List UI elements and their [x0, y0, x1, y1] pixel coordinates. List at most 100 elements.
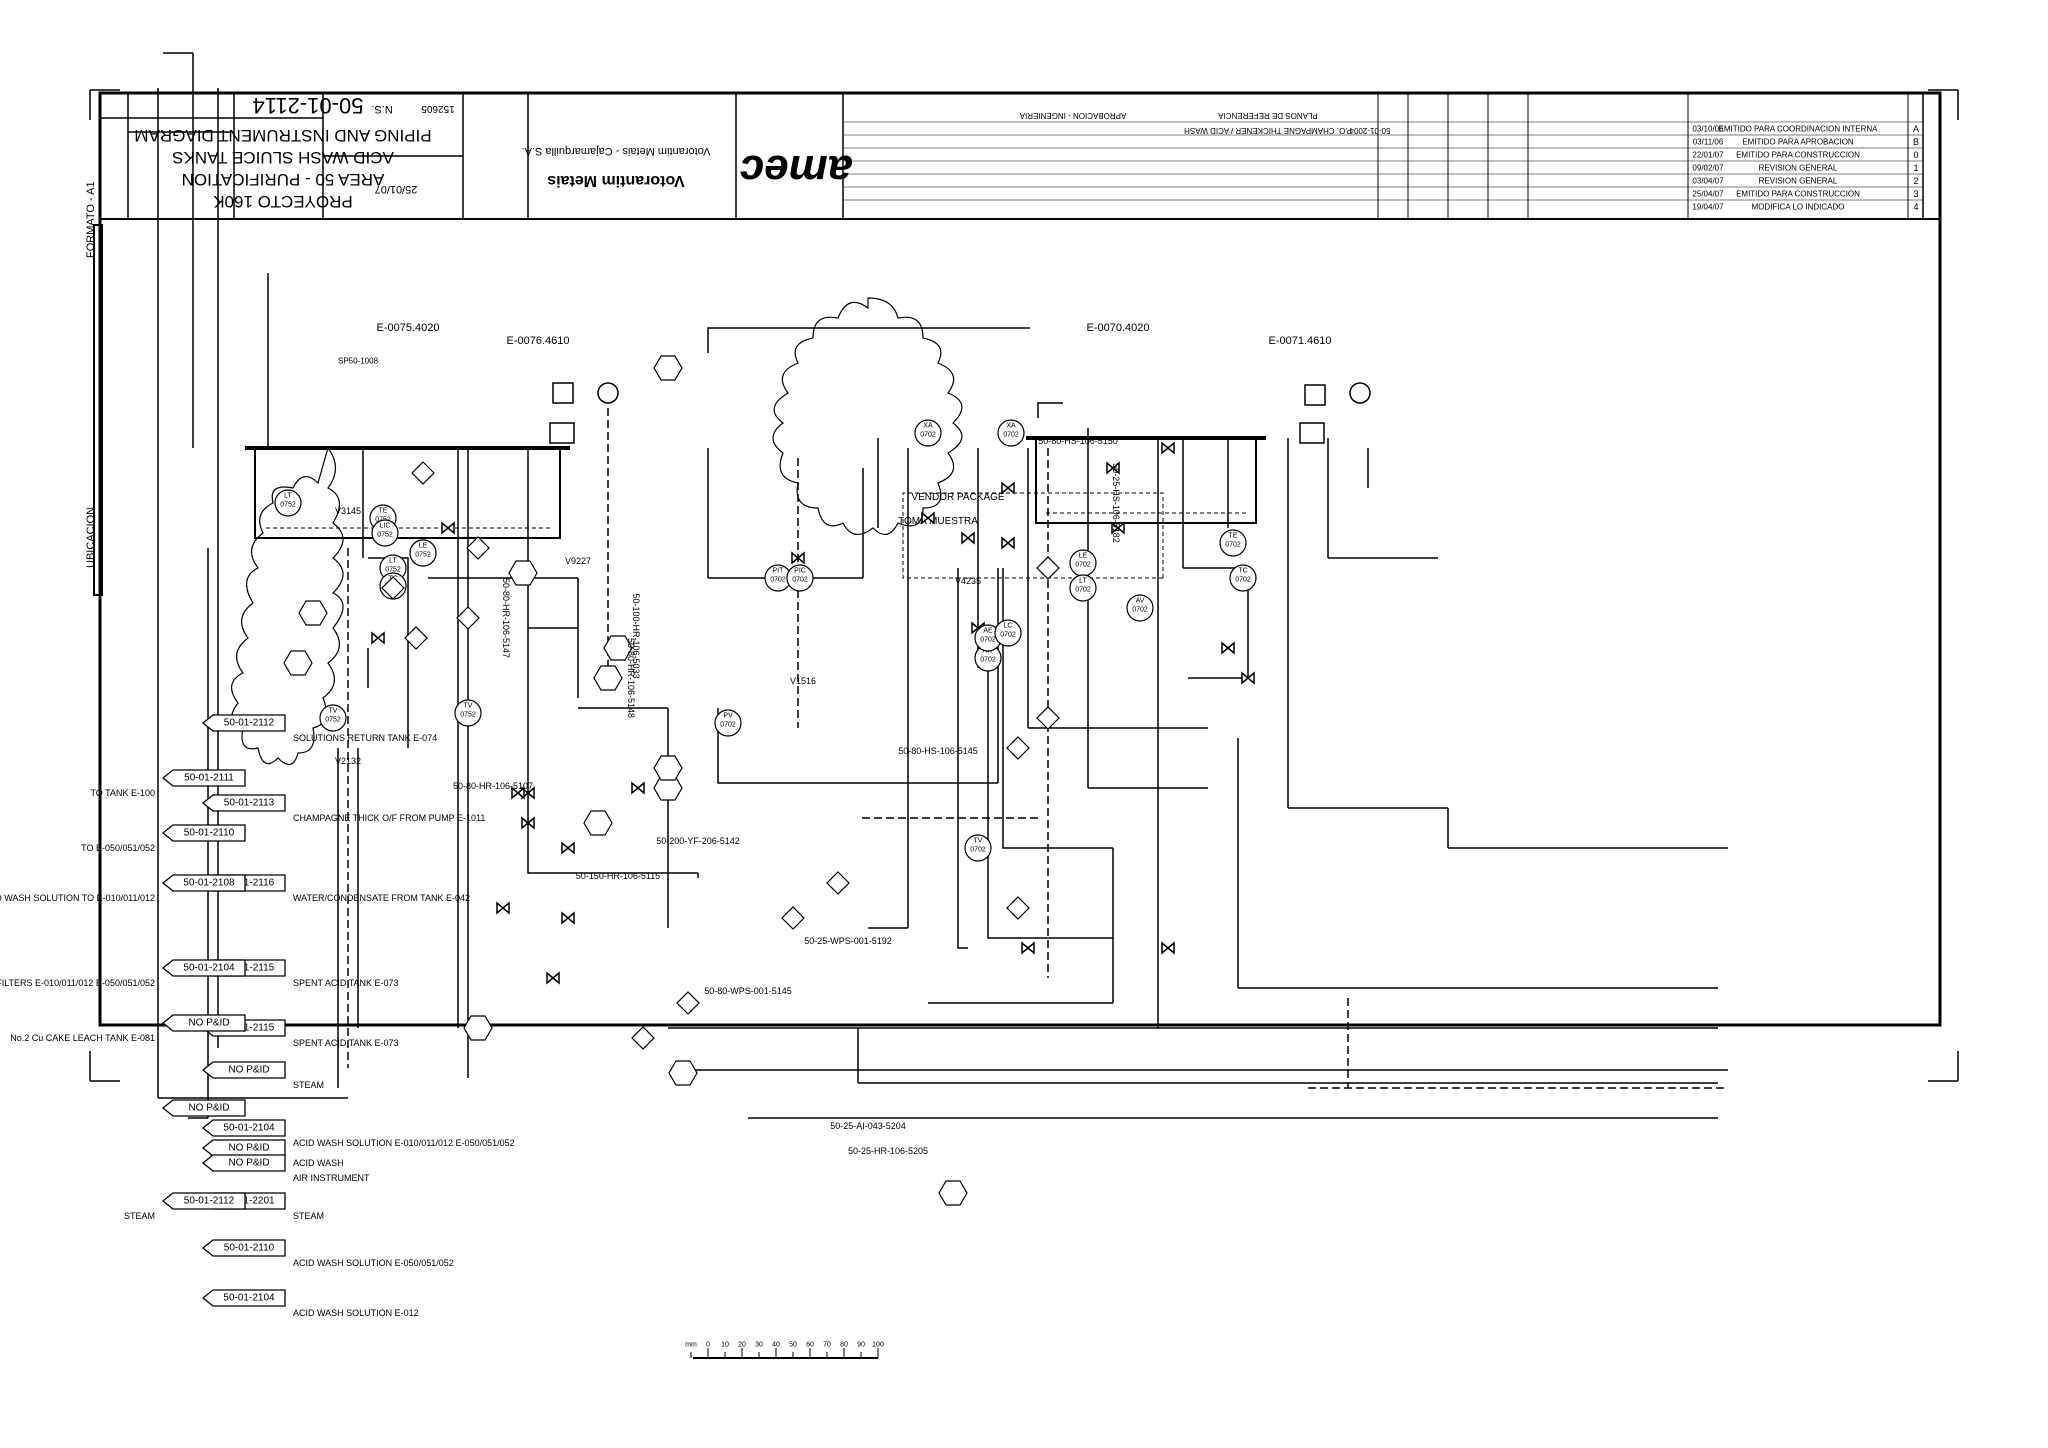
- note-hexagon-icon: [583, 810, 613, 836]
- company-logo: amec: [740, 146, 853, 195]
- instrument-function: TC: [1238, 568, 1247, 575]
- revision-description: EMITIDO PARA APROBACION: [1742, 137, 1854, 146]
- interlock-diamond-icon: [411, 461, 435, 485]
- revision-number: 1: [1913, 163, 1918, 173]
- instrument-function: LE: [1079, 553, 1088, 560]
- note-hexagon-icon: [653, 755, 683, 781]
- sampling-label: TOMA MUESTRA: [898, 516, 978, 527]
- interlock-diamond-icon: [826, 871, 850, 895]
- instrument-function: LC: [1004, 623, 1013, 630]
- client-name: Votorantim Metais - Cajamarquilla S.A.: [522, 145, 711, 157]
- interlock-diamond-icon: [381, 576, 405, 600]
- interlock-diamond-icon: [466, 536, 490, 560]
- valve-icon: [791, 551, 805, 565]
- offpage-description: STEAM: [293, 1211, 324, 1221]
- instrument-bubble: [786, 564, 814, 592]
- valve-tag: V9227: [565, 556, 591, 566]
- instrument-bubble: [319, 704, 347, 732]
- title-text: PROYECTO 160K AREA 50 - PURIFICATION ACI…: [134, 93, 1390, 211]
- valve-icon: [1161, 941, 1175, 955]
- revision-description: REVISION GENERAL: [1759, 176, 1838, 185]
- valve-icon: [561, 841, 575, 855]
- offpage-drawing-number: NO P&ID: [188, 1018, 229, 1029]
- agitator-motor-right: [1299, 382, 1371, 444]
- interlock-diamond-icon: [1006, 736, 1030, 760]
- instrument-function: TE: [1229, 533, 1238, 540]
- offpage-description: ACID WASH SOLUTION TO E-010/011/012: [0, 893, 155, 903]
- scale-tick-label: 70: [823, 1342, 831, 1349]
- offpage-drawing-number: 50-01-2112: [224, 718, 275, 729]
- interlock-diamond-icon: [631, 1026, 655, 1050]
- revision-date: 22/01/07: [1692, 150, 1724, 159]
- client-approval-date: 25/01/07: [375, 183, 418, 195]
- valve-icon: [441, 521, 455, 535]
- revision-description: REVISION GENERAL: [1759, 163, 1838, 172]
- instrument-bubble: [914, 419, 942, 447]
- offpage-description: ACID WASH SOLUTION E-012: [293, 1308, 419, 1318]
- process-line-segment: [1002, 568, 1113, 849]
- instrument-tag: 0702: [920, 432, 936, 439]
- offpage-drawing-number: 50-01-2104: [223, 1293, 275, 1304]
- project-title: PROYECTO 160K: [213, 192, 353, 211]
- line-number-label: 50-80-HR-106-5148: [626, 638, 636, 718]
- offpage-drawing-number: 50-01-2108: [183, 878, 235, 889]
- valve-icon: [1161, 441, 1175, 455]
- reference-number: 50-01-2004: [1349, 126, 1390, 135]
- drawing-type-title: PIPING AND INSTRUMENT DIAGRAM: [134, 126, 431, 145]
- offpage-drawing-number: 50-01-2115: [224, 1023, 275, 1034]
- instrument-function: TE: [379, 508, 388, 515]
- line-number-label: 50-80-HR-106-5107: [453, 781, 533, 791]
- note-hexagon-icon: [668, 1060, 698, 1086]
- agitator-right-tag: E-0071.4610: [1269, 335, 1332, 347]
- note-hexagon-icon: [298, 600, 328, 626]
- offpage-connector-icon: [161, 959, 246, 977]
- interlock-diamond-icon: [676, 991, 700, 1015]
- revision-number: B: [1913, 137, 1919, 147]
- note-hexagon-icon: [593, 665, 623, 691]
- scale-tick-label: 90: [857, 1342, 865, 1349]
- valve-icon: [496, 901, 510, 915]
- note-hexagon-icon: [463, 1015, 493, 1041]
- offpage-description: SLUICE TO FILTERS E-010/011/012 E-050/05…: [0, 978, 155, 988]
- agitator-left-tag: E-0076.4610: [507, 335, 570, 347]
- vendor-package-label: VENDOR PACKAGE: [911, 492, 1004, 503]
- instrument-tag: 0702: [1003, 432, 1019, 439]
- offpage-connector-icon: [161, 824, 246, 842]
- offpage-connector-icon: [201, 1154, 286, 1172]
- instrument-tag: 0702: [1225, 542, 1241, 549]
- line-number-label: 50-200-YF-206-5142: [656, 836, 740, 846]
- scale-tick-label: 40: [772, 1342, 780, 1349]
- instrument-function: TV: [329, 708, 338, 715]
- scale-value: N.S.: [371, 103, 392, 115]
- instrument-tag: 0752: [415, 552, 431, 559]
- instrument-bubble: [997, 419, 1025, 447]
- revision-date: 03/10/06: [1692, 124, 1724, 133]
- scale-tick-label: 0: [706, 1342, 710, 1349]
- instrument-bubble: [409, 539, 437, 567]
- instrument-function: XA: [1006, 423, 1016, 430]
- revision-number: 4: [1913, 202, 1918, 212]
- instrument-bubble: [1229, 564, 1257, 592]
- revision-description: EMITIDO PARA CONSTRUCCION: [1736, 189, 1860, 198]
- instrument-bubble: [371, 519, 399, 547]
- reference-entry: P.O. CHAMPAGNE THICKENER / ACID WASH: [1184, 126, 1352, 135]
- offpage-connector-icon: [161, 1014, 246, 1032]
- line-number-label: 50-25-WPS-001-5192: [804, 936, 892, 946]
- instrument-tag: 0702: [1132, 607, 1148, 614]
- offpage-drawing-number: 50-01-2110: [184, 828, 235, 839]
- reference-header: PLANOS DE REFERENCIA: [1218, 111, 1318, 120]
- offpage-connector-icon: [201, 794, 286, 812]
- valve-icon: [1001, 536, 1015, 550]
- instrument-tag: 0752: [377, 532, 393, 539]
- instrument-function: TV: [464, 703, 473, 710]
- offpage-description: SOLUTIONS RETURN TANK E-074: [293, 733, 437, 743]
- revision-description: EMITIDO PARA COORDINACION INTERNA: [1719, 124, 1879, 133]
- instrument-function: LT: [389, 558, 397, 565]
- offpage-drawing-number: 50-01-2104: [183, 963, 235, 974]
- offpage-drawing-number: NO P&ID: [228, 1143, 269, 1154]
- drawing-number: 50-01-2114: [253, 93, 364, 118]
- offpage-connector-icon: [161, 1099, 246, 1117]
- tank-left: [245, 446, 570, 539]
